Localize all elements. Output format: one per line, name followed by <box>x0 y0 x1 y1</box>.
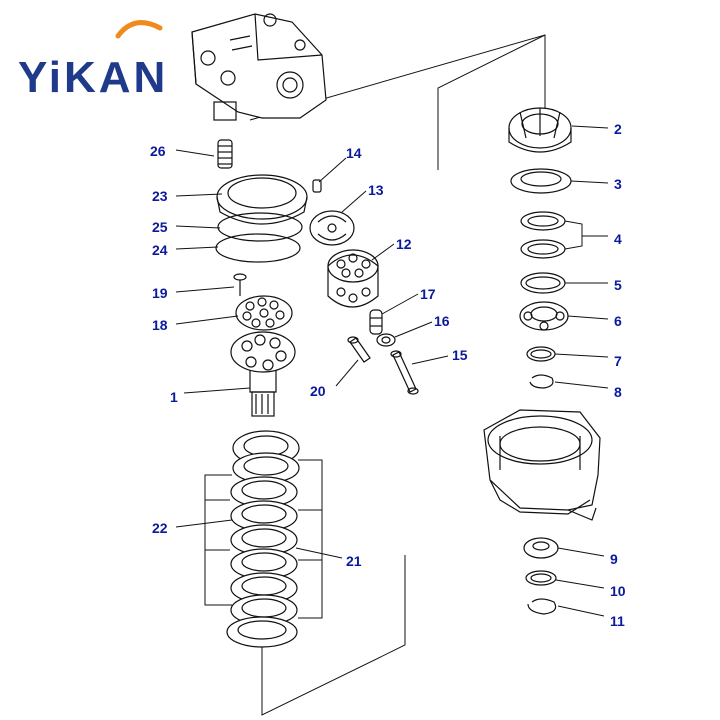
bearing-6 <box>519 301 569 331</box>
callout-25: 25 <box>152 219 168 235</box>
shaft-15 <box>390 350 419 395</box>
callout-5: 5 <box>614 277 622 293</box>
callout-3: 3 <box>614 176 622 192</box>
callout-4: 4 <box>614 231 622 247</box>
pin-14 <box>312 179 322 193</box>
callout-6: 6 <box>614 313 622 329</box>
callout-8: 8 <box>614 384 622 400</box>
callout-15: 15 <box>452 347 468 363</box>
pin-20 <box>347 336 371 363</box>
leader-lines <box>175 125 609 617</box>
seal-3 <box>510 168 572 194</box>
ring-5 <box>520 272 566 294</box>
logo-arc <box>115 20 163 39</box>
o-ring-24 <box>215 233 301 263</box>
callout-9: 9 <box>610 551 618 567</box>
washer-16 <box>376 333 396 347</box>
snap-ring-11 <box>527 598 557 615</box>
bearing-2 <box>508 107 572 153</box>
spring-17 <box>369 309 383 335</box>
screw-19 <box>233 273 247 296</box>
callout-14: 14 <box>346 145 362 161</box>
retainer-plate-18 <box>235 295 293 331</box>
spring-26 <box>217 139 233 169</box>
callout-11: 11 <box>610 613 625 629</box>
shaft-1 <box>230 331 296 417</box>
callout-10: 10 <box>610 583 626 599</box>
reference-lines <box>249 34 546 716</box>
friction-plate-stack <box>204 430 323 648</box>
callout-19: 19 <box>152 285 168 301</box>
callout-labels: 1 2 3 4 5 6 7 8 9 10 11 12 13 14 15 16 1… <box>150 121 626 629</box>
piston-ring-23 <box>216 174 308 225</box>
gear-housing <box>483 409 601 521</box>
seal-ring-25 <box>217 212 303 242</box>
callout-24: 24 <box>152 242 168 258</box>
callout-7: 7 <box>614 353 622 369</box>
motor-housing <box>191 13 327 121</box>
callout-16: 16 <box>434 313 450 329</box>
callout-13: 13 <box>368 182 384 198</box>
callout-1: 1 <box>170 389 178 405</box>
cylinder-block-12 <box>327 249 379 308</box>
snap-ring-8 <box>529 374 554 389</box>
ring-7 <box>526 346 556 362</box>
callout-21: 21 <box>346 553 362 569</box>
callout-23: 23 <box>152 188 168 204</box>
valve-plate-13 <box>309 210 355 246</box>
washer-10 <box>525 570 557 586</box>
callout-26: 26 <box>150 143 166 159</box>
callout-2: 2 <box>614 121 622 137</box>
callout-22: 22 <box>152 520 168 536</box>
brand-logo: YiKAN <box>18 20 168 102</box>
callout-12: 12 <box>396 236 412 252</box>
nut-9 <box>523 537 559 559</box>
callout-20: 20 <box>310 383 326 399</box>
shims-4 <box>520 211 566 259</box>
callout-18: 18 <box>152 317 168 333</box>
logo-text: YiKAN <box>18 53 168 102</box>
callout-17: 17 <box>420 286 436 302</box>
